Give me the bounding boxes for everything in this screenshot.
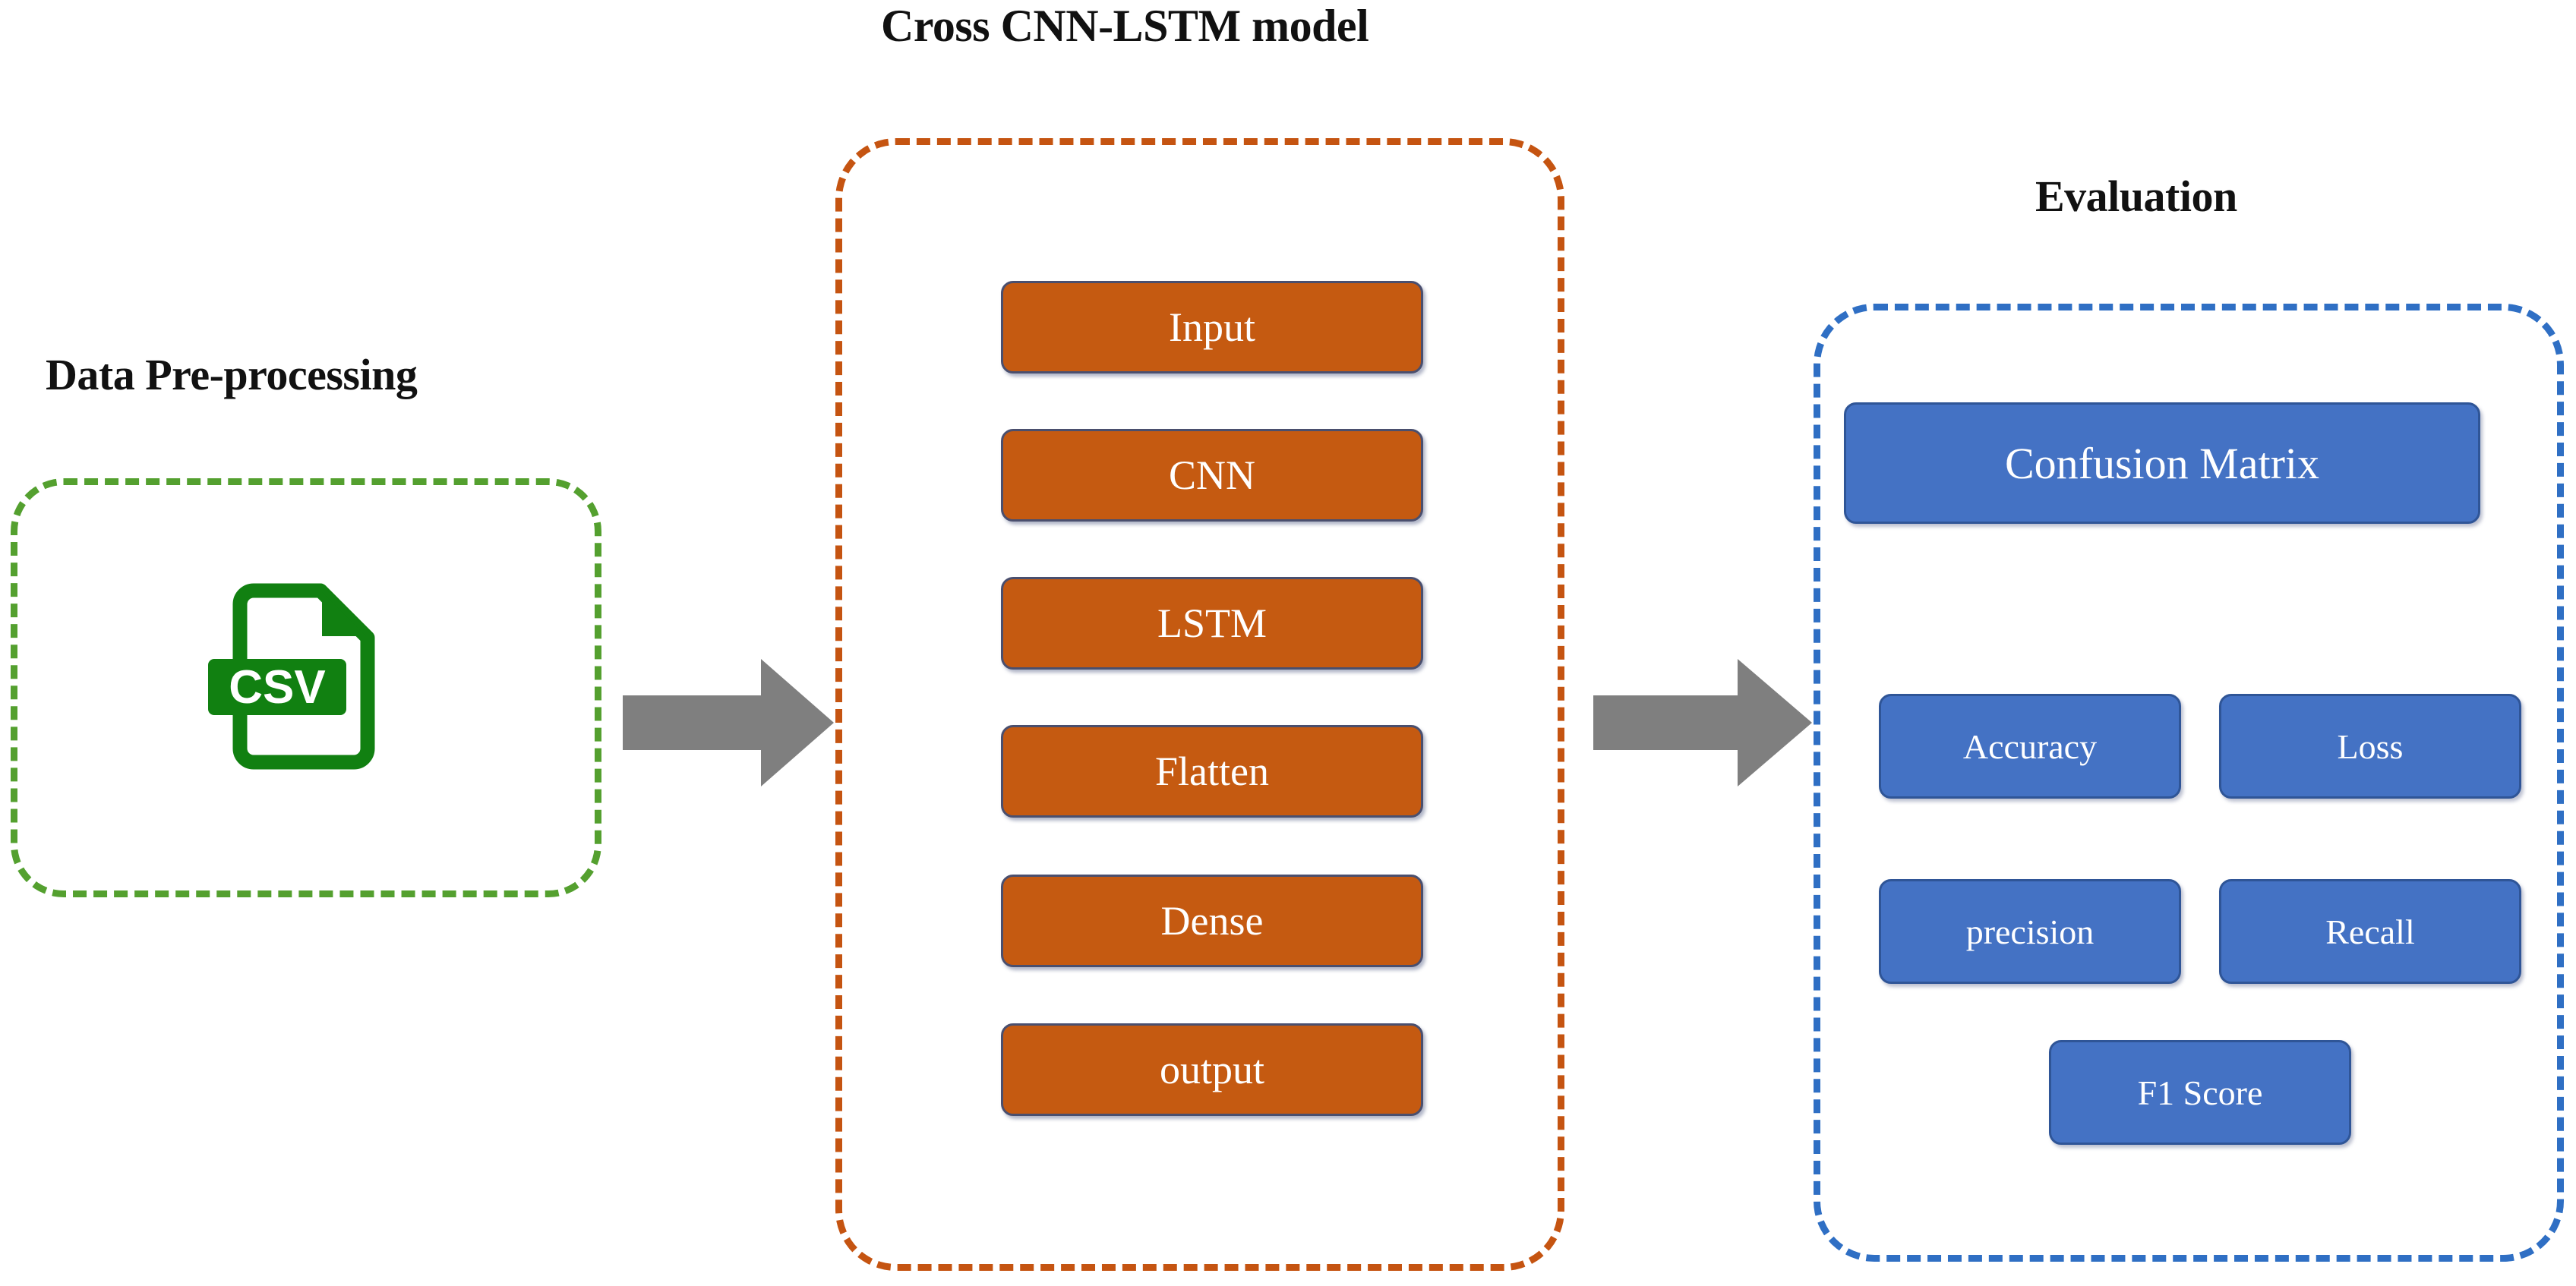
layer-box-input[interactable]: Input <box>1001 281 1423 374</box>
eval-box-confusion-matrix[interactable]: Confusion Matrix <box>1844 402 2480 524</box>
csv-file-icon: CSV <box>208 583 375 770</box>
page-title-model: Cross CNN-LSTM model <box>881 1 1369 51</box>
layer-box-dense[interactable]: Dense <box>1001 875 1423 967</box>
page-title-evaluation: Evaluation <box>2035 172 2237 221</box>
arrow-preprocessing-to-model-icon <box>623 659 834 786</box>
eval-box-recall[interactable]: Recall <box>2219 879 2521 984</box>
eval-box-loss[interactable]: Loss <box>2219 694 2521 799</box>
page-title-preprocessing: Data Pre-processing <box>46 350 418 399</box>
layer-box-cnn[interactable]: CNN <box>1001 429 1423 522</box>
eval-box-f1-score[interactable]: F1 Score <box>2049 1040 2351 1145</box>
arrow-model-to-evaluation-icon <box>1593 659 1812 786</box>
eval-box-accuracy[interactable]: Accuracy <box>1879 694 2181 799</box>
layer-box-lstm[interactable]: LSTM <box>1001 577 1423 670</box>
layer-box-flatten[interactable]: Flatten <box>1001 725 1423 818</box>
layer-box-output[interactable]: output <box>1001 1023 1423 1116</box>
eval-box-precision[interactable]: precision <box>1879 879 2181 984</box>
csv-icon-label: CSV <box>229 661 325 714</box>
